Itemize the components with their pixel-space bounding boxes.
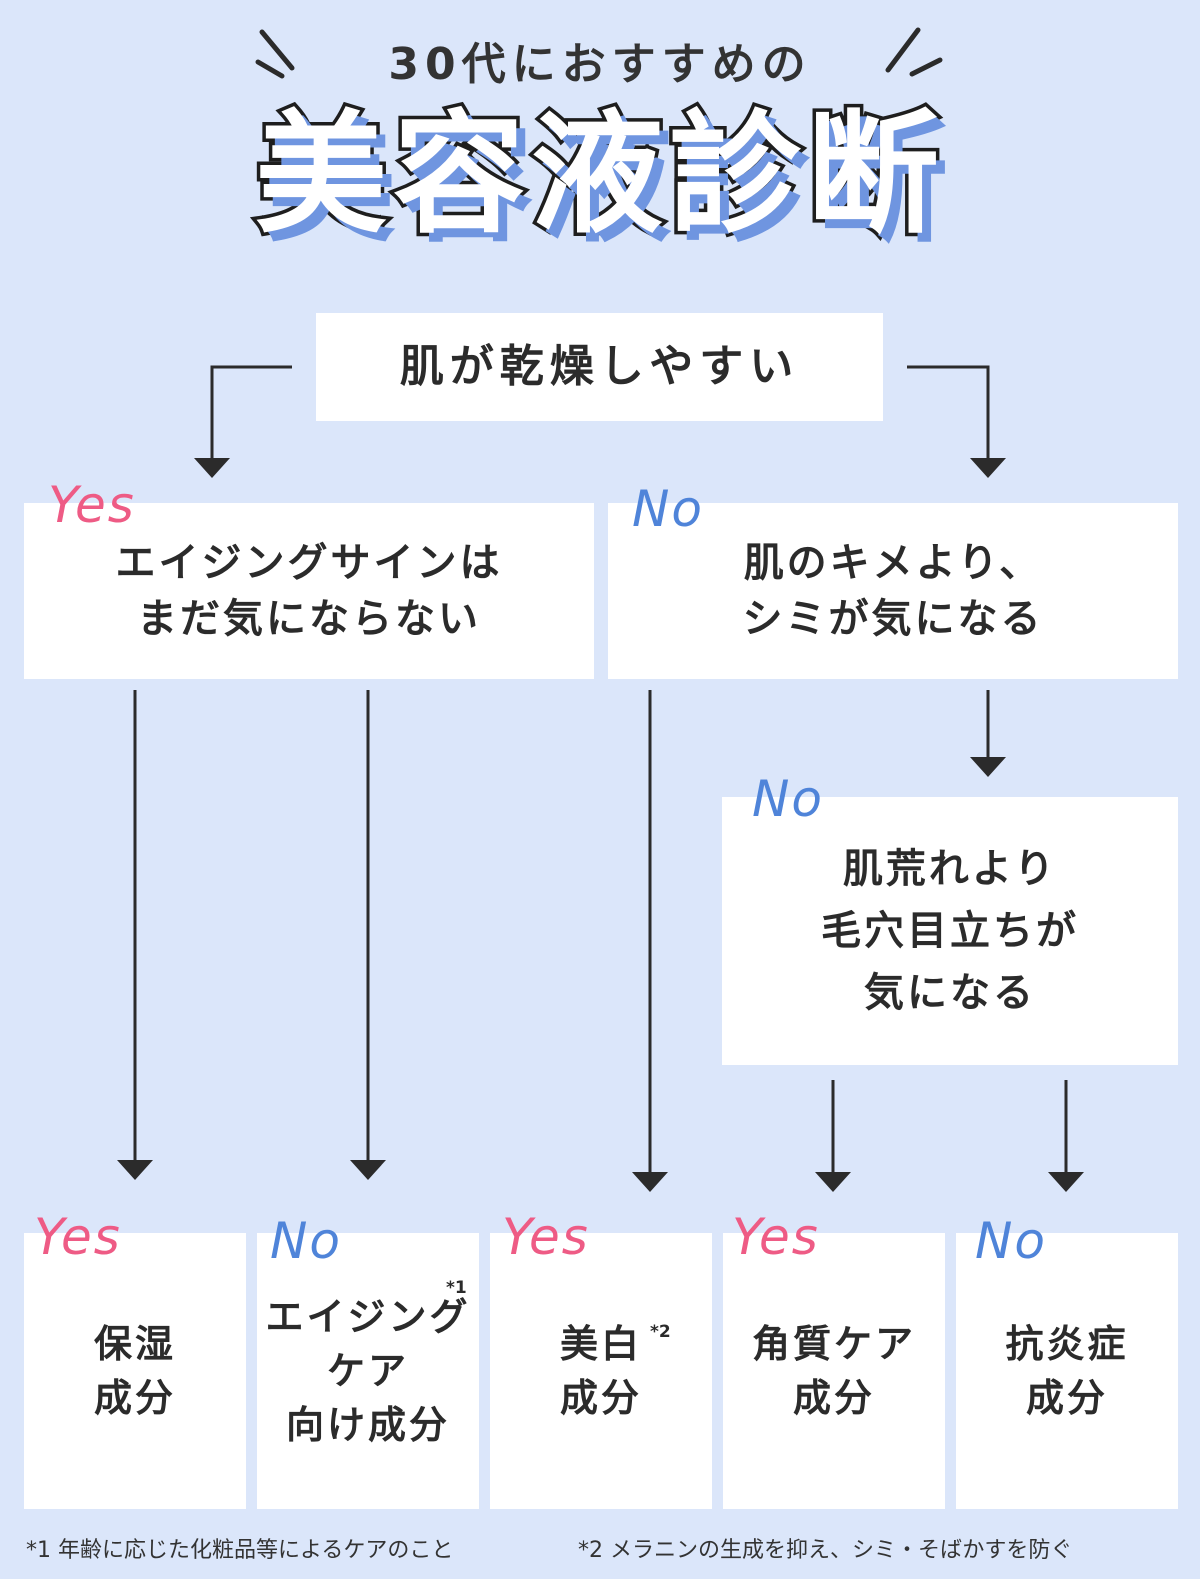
question-text-q2-yes: エイジングサインは まだ気にならない: [115, 540, 503, 642]
sparkle-right-1: [885, 27, 921, 73]
footnote-mark-1: *1: [446, 1278, 467, 1298]
connector-q1-no: [907, 365, 990, 458]
arrowhead-q3: [970, 757, 1006, 777]
arrowhead-result-5: [1048, 1172, 1084, 1192]
arrowhead-result-1: [117, 1160, 153, 1180]
result-box-whitening: 美白 成分: [490, 1233, 712, 1509]
result-tag: Yes: [502, 1208, 590, 1266]
arrowhead-q1-no: [970, 458, 1006, 478]
no-label-q2: No: [632, 480, 704, 538]
question-box-q1: 肌が乾燥しやすい: [316, 313, 883, 421]
no-label-q3: No: [752, 770, 824, 828]
result-text: 美白 成分: [559, 1322, 642, 1420]
question-text-q2-no: 肌のキメより、 シミが気になる: [742, 540, 1044, 642]
result-box-exfoliating: 角質ケア 成分: [723, 1233, 945, 1509]
page-title: 美容液診断: [252, 97, 945, 254]
footnote-mark-2: *2: [650, 1322, 671, 1342]
result-text: エイジング ケア 向け成分: [265, 1295, 471, 1447]
result-text: 角質ケア 成分: [751, 1322, 916, 1420]
question-box-q2-no: 肌のキメより、 シミが気になる: [608, 503, 1178, 679]
footnote-1: *1 年齢に応じた化粧品等によるケアのこと: [26, 1538, 454, 1563]
result-tag: Yes: [732, 1208, 820, 1266]
sparkle-left-2: [255, 59, 285, 79]
sparkle-right-2: [909, 57, 943, 77]
question-text-q1: 肌が乾燥しやすい: [399, 341, 800, 392]
result-text: 抗炎症 成分: [1005, 1322, 1129, 1420]
question-text-q3: 肌荒れより 毛穴目立ちが 気になる: [821, 846, 1079, 1016]
result-box-moisturizing: 保湿 成分: [24, 1233, 246, 1509]
result-tag: No: [270, 1212, 342, 1270]
arrowhead-q1-yes: [194, 458, 230, 478]
result-box-aging-care: エイジング ケア 向け成分: [257, 1233, 479, 1509]
arrowhead-result-4: [815, 1172, 851, 1192]
result-tag: No: [975, 1212, 1047, 1270]
sparkle-left-1: [259, 29, 295, 71]
question-box-q2-yes: エイジングサインは まだ気にならない: [24, 503, 594, 679]
result-tag: Yes: [34, 1208, 122, 1266]
page-subtitle: 30代におすすめの: [388, 39, 812, 90]
result-box-anti-inflammatory: 抗炎症 成分: [956, 1233, 1178, 1509]
connector-q1-yes: [210, 365, 292, 458]
question-box-q3: 肌荒れより 毛穴目立ちが 気になる: [722, 797, 1178, 1065]
footnote-2: *2 メラニンの生成を抑え、シミ・そばかすを防ぐ: [578, 1538, 1073, 1563]
result-text: 保湿 成分: [93, 1322, 176, 1420]
arrowhead-result-2: [350, 1160, 386, 1180]
yes-label-q2: Yes: [48, 476, 136, 534]
arrowhead-result-3: [632, 1172, 668, 1192]
